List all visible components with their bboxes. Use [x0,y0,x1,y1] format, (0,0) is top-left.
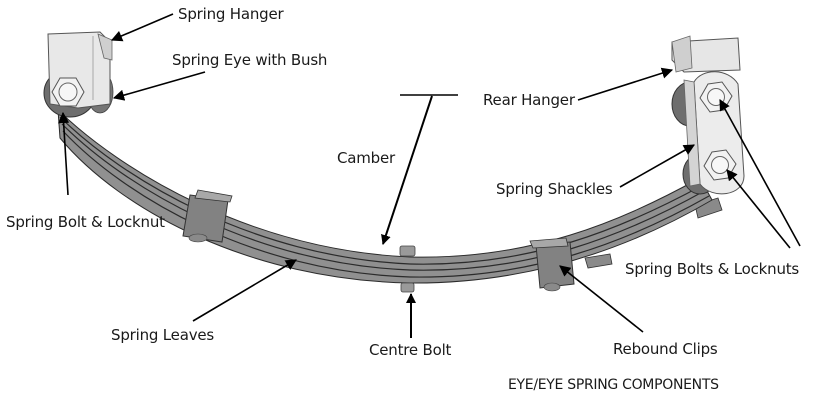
leaf-stub-right-2 [584,253,613,269]
diagram-title: EYE/EYE SPRING COMPONENTS [508,377,719,393]
spring-leaves [57,108,723,284]
label-rebound-clips: Rebound Clips [613,340,718,358]
label-spring-bolts-locknuts: Spring Bolts & Locknuts [625,260,800,278]
leaf-line [61,123,707,271]
arrow-spring-bolt-locknut [58,111,70,196]
label-spring-shackles: Spring Shackles [496,180,613,198]
label-spring-leaves: Spring Leaves [111,326,215,344]
arrow-rebound-clips [559,265,644,333]
leader-arrows [58,13,801,338]
centre-bolt [399,245,416,293]
arrow-spring-hanger [110,13,174,42]
arrow-camber [381,95,433,245]
arrow-spring-shackles [619,144,695,188]
arrow-rear-hanger [577,67,674,101]
leaf-pack [57,108,713,284]
arrow-spring-bolts-lower [726,169,791,249]
label-spring-eye-with-bush: Spring Eye with Bush [172,51,328,69]
spring-hanger-front [43,31,114,118]
arrow-spring-eye [112,71,206,101]
leaf-line [62,130,710,278]
arrow-spring-bolts-upper [719,99,801,247]
arrow-spring-leaves [192,259,297,322]
leaf-line [59,116,704,265]
label-camber: Camber [337,149,395,167]
label-spring-hanger: Spring Hanger [178,5,284,23]
label-centre-bolt: Centre Bolt [369,341,452,359]
label-rear-hanger: Rear Hanger [483,91,575,109]
label-spring-bolt-locknut: Spring Bolt & Locknut [6,213,165,231]
rebound-clip-left [182,189,233,243]
